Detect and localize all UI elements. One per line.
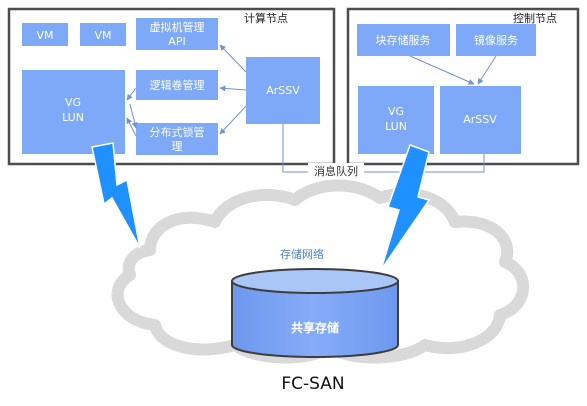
- arrow-lvm-to-vg: [126, 87, 137, 101]
- image-service-label: 镜像服务: [474, 33, 518, 47]
- vm-label-2: VM: [94, 29, 111, 42]
- compute-lun-label: LUN: [62, 111, 84, 124]
- vm-label-1: VM: [36, 29, 53, 42]
- arrow-arssv-to-lvm: [219, 85, 247, 92]
- distributed-lock-management-line2: 理: [172, 140, 183, 153]
- storage-network-cloud: [111, 179, 530, 364]
- distributed-lock-management-box: [136, 123, 218, 155]
- logical-volume-management-label: 逻辑卷管理: [150, 78, 205, 92]
- arrow-arssv-to-dlm: [219, 105, 247, 135]
- message-queue-label: 消息队列: [314, 164, 358, 178]
- control-arssv-box: [440, 86, 521, 154]
- control-arssv-label: ArSSV: [463, 113, 497, 126]
- vm-box-1: [22, 23, 68, 46]
- control-node: 控制节点 块存储服务 镜像服务 VG LUN ArSSV: [346, 7, 580, 166]
- distributed-lock-management-line1: 分布式锁管: [150, 125, 205, 139]
- shared-storage-label: 共享存储: [291, 320, 339, 335]
- arrow-block-storage-to-arssv: [409, 55, 475, 85]
- vm-box-2: [80, 23, 126, 46]
- control-vg-lun-box: [358, 86, 434, 154]
- block-storage-service-label: 块存储服务: [376, 33, 431, 47]
- arrow-vg-to-dlm: [129, 103, 138, 129]
- fc-link-bolt-compute: [91, 142, 141, 249]
- compute-arssv-box: [246, 57, 320, 124]
- vm-management-api-line1: 虚拟机管理: [150, 20, 205, 34]
- fc-link-bolt-control: [380, 144, 431, 271]
- arrow-image-service-to-arssv: [477, 55, 497, 85]
- compute-arssv-label: ArSSV: [266, 84, 300, 97]
- shared-storage-cylinder: 共享存储: [231, 268, 399, 358]
- control-node-title: 控制节点: [513, 11, 557, 25]
- fc-san-label: FC-SAN: [281, 374, 344, 394]
- arrow-arssv-to-api: [219, 44, 247, 73]
- control-lun-label: LUN: [385, 120, 407, 133]
- storage-network-label: 存储网络: [280, 247, 324, 261]
- message-queue-link: 消息队列: [282, 124, 485, 179]
- compute-vg-label: VG: [65, 96, 81, 109]
- compute-node-title: 计算节点: [244, 11, 288, 25]
- cylinder-top: [231, 268, 399, 294]
- image-service-box: [456, 24, 536, 56]
- compute-vg-lun-box: [22, 70, 125, 154]
- arrow-dlm-to-vg: [126, 117, 137, 137]
- cylinder-body: [231, 280, 399, 358]
- message-queue-line: [282, 124, 485, 173]
- control-vg-label: VG: [388, 105, 404, 118]
- block-storage-service-box: [357, 24, 450, 56]
- vm-management-api-line2: API: [168, 35, 185, 48]
- logical-volume-management-box: [136, 70, 218, 100]
- vm-management-api-box: [136, 18, 218, 50]
- message-queue-label-bg: [308, 163, 364, 179]
- compute-node: 计算节点 VM VM 虚拟机管理 API VG LUN 逻辑卷管理 分布式锁管 …: [7, 7, 336, 166]
